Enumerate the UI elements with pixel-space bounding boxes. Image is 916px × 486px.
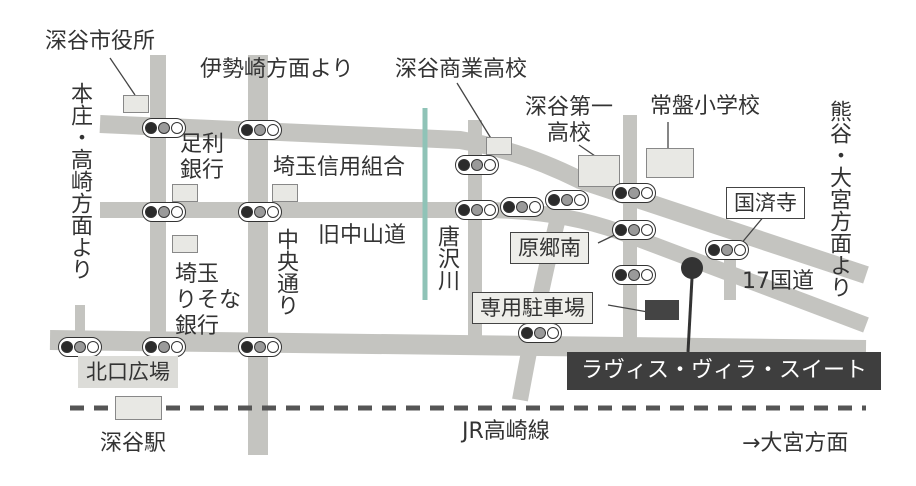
- label-jr-takasaki-line: JR高崎線: [462, 419, 550, 444]
- signal-icon: [518, 323, 562, 343]
- ashikaga-bank-building: [172, 184, 198, 202]
- signal-icon: [612, 183, 656, 203]
- label-kyu-nakasendo: 旧中山道: [318, 223, 407, 248]
- signal-icon: [612, 220, 656, 240]
- label-kokusaiji: 国済寺: [726, 187, 805, 219]
- signal-icon: [705, 240, 749, 260]
- label-tokiwa-es: 常盤小学校: [650, 94, 761, 119]
- destination-marker-dot: [681, 257, 703, 279]
- signal-icon: [58, 337, 102, 357]
- label-kitaguchi-plaza: 北口広場: [78, 356, 178, 388]
- tokiwa-es-building: [646, 148, 694, 178]
- signal-icon: [142, 337, 186, 357]
- label-commercial-hs: 深谷商業高校: [395, 57, 528, 82]
- road-station-front: [49, 330, 867, 360]
- label-city-hall: 深谷市役所: [45, 29, 156, 54]
- road-upper: [99, 115, 869, 284]
- label-karasawa-river: 唐沢川: [434, 225, 459, 291]
- label-honjo-takasaki-direction: 本庄・高崎方面より: [67, 82, 92, 280]
- signal-icon: [500, 197, 544, 217]
- label-resona-bank: 埼玉 りそな 銀行: [175, 262, 242, 339]
- label-kumagaya-omiya-direction: 熊谷・大宮方面より: [826, 100, 851, 298]
- signal-icon: [238, 202, 282, 222]
- label-isesaki-direction: 伊勢崎方面より: [200, 57, 354, 82]
- label-harago-minami: 原郷南: [510, 232, 589, 264]
- signal-icon: [238, 337, 282, 357]
- label-saitama-shinyo: 埼玉信用組合: [273, 155, 406, 180]
- signal-icon: [455, 155, 499, 175]
- destination-label: ラヴィス・ヴィラ・スイート: [567, 352, 882, 390]
- label-chuo-dori: 中央通り: [273, 228, 298, 316]
- resona-bank-building: [172, 235, 198, 253]
- commercial-hs-building: [486, 137, 512, 155]
- city-hall-building: [123, 95, 149, 113]
- signal-icon: [545, 190, 589, 210]
- station-building: [115, 396, 162, 420]
- signal-icon: [455, 200, 499, 220]
- daiichi-hs-building: [578, 155, 620, 187]
- signal-icon: [238, 120, 282, 140]
- signal-icon: [612, 265, 656, 285]
- label-ashikaga-bank: 足利 銀行: [180, 132, 225, 183]
- label-fukaya-station: 深谷駅: [100, 431, 167, 456]
- parking-block: [645, 300, 679, 320]
- label-parking: 専用駐車場: [472, 292, 593, 324]
- label-route17: 17国道: [742, 269, 814, 294]
- label-to-omiya: →大宮方面: [742, 431, 849, 456]
- signal-icon: [142, 202, 186, 222]
- signal-icon: [142, 118, 186, 138]
- label-daiichi-hs: 深谷第一 高校: [525, 95, 614, 146]
- shinyo-building: [272, 184, 298, 202]
